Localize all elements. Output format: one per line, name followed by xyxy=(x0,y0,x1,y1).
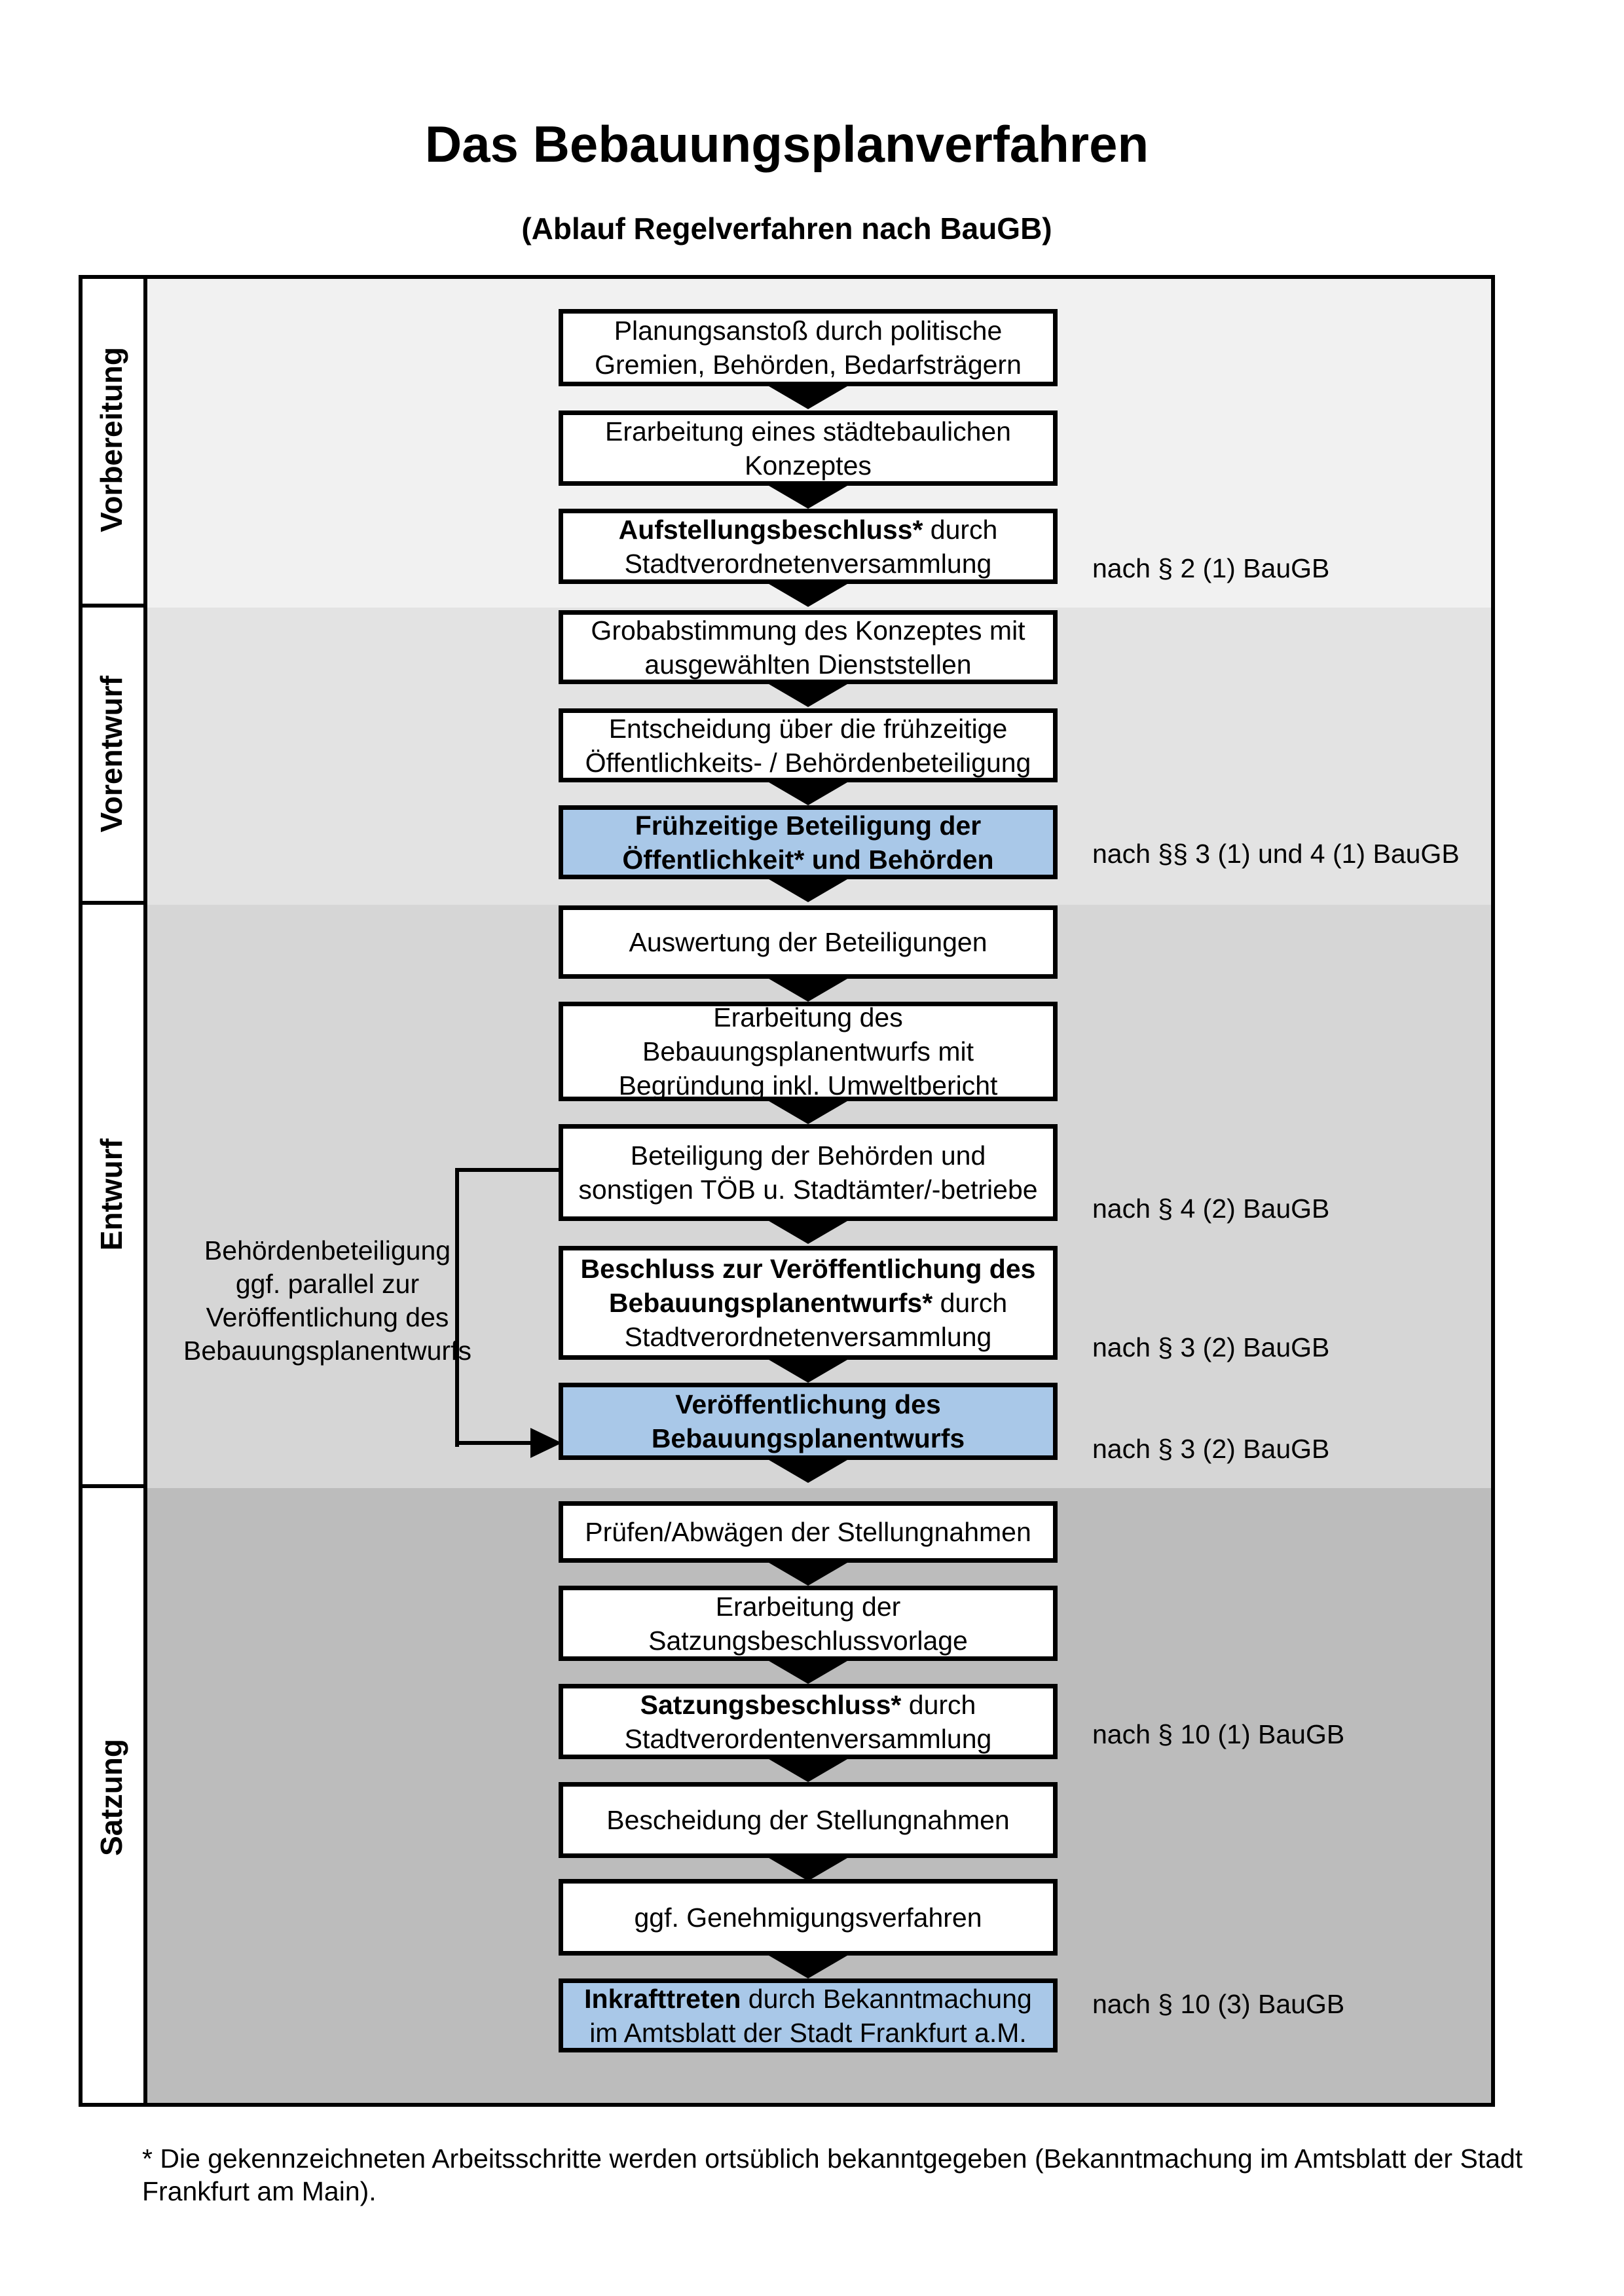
parallel-note-line: ggf. parallel zur xyxy=(235,1269,420,1299)
flow-arrow-down-icon xyxy=(766,1458,851,1483)
flow-arrow-down-icon xyxy=(766,582,851,607)
flow-step-label: Planungsanstoß durch politische xyxy=(614,316,1003,346)
flow-arrow-down-icon xyxy=(766,1757,851,1782)
sidebar-phase-satzung: Satzung xyxy=(79,1488,147,2107)
legal-reference: nach § 3 (2) BauGB xyxy=(1092,1332,1330,1362)
flow-step-label: Erarbeitung des xyxy=(713,1002,903,1032)
flow-step: Prüfen/Abwägen der Stellungnahmen xyxy=(559,1501,1058,1563)
flow-arrow-down-icon xyxy=(766,1659,851,1684)
flow-step-label: Stadtverordnetenversammlung xyxy=(624,1322,992,1352)
sidebar-phase-vorbereitung: Vorbereitung xyxy=(79,275,147,608)
sidebar-phase-entwurf: Entwurf xyxy=(79,905,147,1488)
flow-step-label: Entscheidung über die frühzeitige xyxy=(608,713,1008,744)
legal-reference: nach § 10 (1) BauGB xyxy=(1092,1719,1345,1749)
legal-reference: nach § 2 (1) BauGB xyxy=(1092,553,1330,583)
connector-arrow-right-icon xyxy=(530,1428,562,1458)
flow-arrow-down-icon xyxy=(766,1954,851,1978)
footnote-line: * Die gekennzeichneten Arbeitsschritte w… xyxy=(142,2143,1523,2174)
flow-step-label: Inkrafttreten durch Bekanntmachung xyxy=(584,1983,1032,2014)
flow-arrow-down-icon xyxy=(766,384,851,409)
flow-step: ggf. Genehmigungsverfahren xyxy=(559,1879,1058,1956)
connector-horizontal-bottom xyxy=(455,1441,536,1445)
flow-arrow-down-icon xyxy=(766,780,851,805)
legal-reference: nach § 10 (3) BauGB xyxy=(1092,1989,1345,2019)
flow-step: Bescheidung der Stellungnahmen xyxy=(559,1782,1058,1858)
phase-label: Entwurf xyxy=(94,1138,128,1251)
page-title: Das Bebauungsplanverfahren xyxy=(424,115,1149,173)
flow-arrow-down-icon xyxy=(766,484,851,509)
flow-step-label: Öffentlichkeits- / Behördenbeteiligung xyxy=(585,747,1031,778)
flow-step-label: Erarbeitung eines städtebaulichen xyxy=(605,416,1011,446)
flow-step-label: Beteiligung der Behörden und xyxy=(630,1140,986,1171)
flow-step-label: Bebauungsplanentwurfs* durch xyxy=(608,1288,1008,1318)
flow-step: Beteiligung der Behörden und sonstigen TÖ… xyxy=(559,1124,1058,1221)
flow-step-label: Gremien, Behörden, Bedarfsträgern xyxy=(595,350,1022,380)
flow-arrow-down-icon xyxy=(766,977,851,1002)
flow-step-label: Bebauungsplanentwurfs mit xyxy=(642,1036,974,1066)
parallel-note-line: Bebauungsplanentwurfs xyxy=(183,1336,471,1366)
flow-step-label: Bescheidung der Stellungnahmen xyxy=(606,1805,1010,1835)
flow-step-label: Stadtverordnetenversammlung xyxy=(624,548,992,579)
flow-step-label: Satzungsbeschlussvorlage xyxy=(648,1625,968,1656)
flow-step-label: Prüfen/Abwägen der Stellungnahmen xyxy=(585,1517,1031,1547)
flow-arrow-down-icon xyxy=(766,682,851,707)
phase-label: Satzung xyxy=(94,1739,128,1856)
flow-step-label: Stadtverordentenversammlung xyxy=(624,1723,992,1754)
parallel-note-line: Behördenbeteiligung xyxy=(204,1235,451,1266)
flow-step-label: Erarbeitung der xyxy=(715,1591,901,1622)
phase-label: Vorentwurf xyxy=(94,676,128,833)
flow-step-label: Begründung inkl. Umweltbericht xyxy=(618,1070,998,1101)
flow-step-label: sonstigen TÖB u. Stadtämter/-betriebe xyxy=(578,1175,1038,1205)
connector-horizontal-top xyxy=(455,1168,561,1172)
flow-step-label: Frühzeitige Beteiligung der xyxy=(635,810,982,841)
flow-step-label: Bebauungsplanentwurfs xyxy=(651,1423,965,1453)
flow-step: Auswertung der Beteiligungen xyxy=(559,905,1058,979)
parallel-note-line: Veröffentlichung des xyxy=(206,1302,449,1332)
connector-vertical xyxy=(455,1168,459,1447)
flow-arrow-down-icon xyxy=(766,1358,851,1383)
parallel-note: Behördenbeteiligung ggf. parallel zur Ve… xyxy=(170,1234,485,1368)
flow-step-label: Aufstellungsbeschluss* durch xyxy=(618,514,998,545)
flow-step-label: Auswertung der Beteiligungen xyxy=(629,927,987,957)
flow-step-label: ausgewählten Dienststellen xyxy=(644,649,972,680)
page-subtitle: (Ablauf Regelverfahren nach BauGB) xyxy=(521,211,1052,246)
flow-step-label: Konzeptes xyxy=(745,450,872,481)
flow-arrow-down-icon xyxy=(766,1219,851,1244)
flow-step-label: Satzungsbeschluss* durch xyxy=(640,1689,976,1720)
flow-arrow-down-icon xyxy=(766,1561,851,1586)
flow-step-label: Veröffentlichung des xyxy=(675,1389,941,1419)
flow-arrow-down-icon xyxy=(766,1856,851,1881)
flow-step-label: Öffentlichkeit* und Behörden xyxy=(622,844,994,875)
flow-step-label: im Amtsblatt der Stadt Frankfurt a.M. xyxy=(589,2017,1027,2048)
flow-step-label: Grobabstimmung des Konzeptes mit xyxy=(591,615,1025,646)
footnote-line: Frankfurt am Main). xyxy=(142,2176,377,2206)
footnote: * Die gekennzeichneten Arbeitsschritte w… xyxy=(142,2142,1583,2208)
flow-step-label: Beschluss zur Veröffentlichung des xyxy=(580,1254,1036,1284)
flow-arrow-down-icon xyxy=(766,877,851,902)
legal-reference: nach § 3 (2) BauGB xyxy=(1092,1434,1330,1464)
flow-step-label: ggf. Genehmigungsverfahren xyxy=(634,1902,982,1933)
flow-arrow-down-icon xyxy=(766,1099,851,1124)
legal-reference: nach § 4 (2) BauGB xyxy=(1092,1194,1330,1224)
sidebar-phase-vorentwurf: Vorentwurf xyxy=(79,608,147,905)
legal-reference: nach §§ 3 (1) und 4 (1) BauGB xyxy=(1092,839,1460,869)
phase-label: Vorbereitung xyxy=(94,346,128,532)
